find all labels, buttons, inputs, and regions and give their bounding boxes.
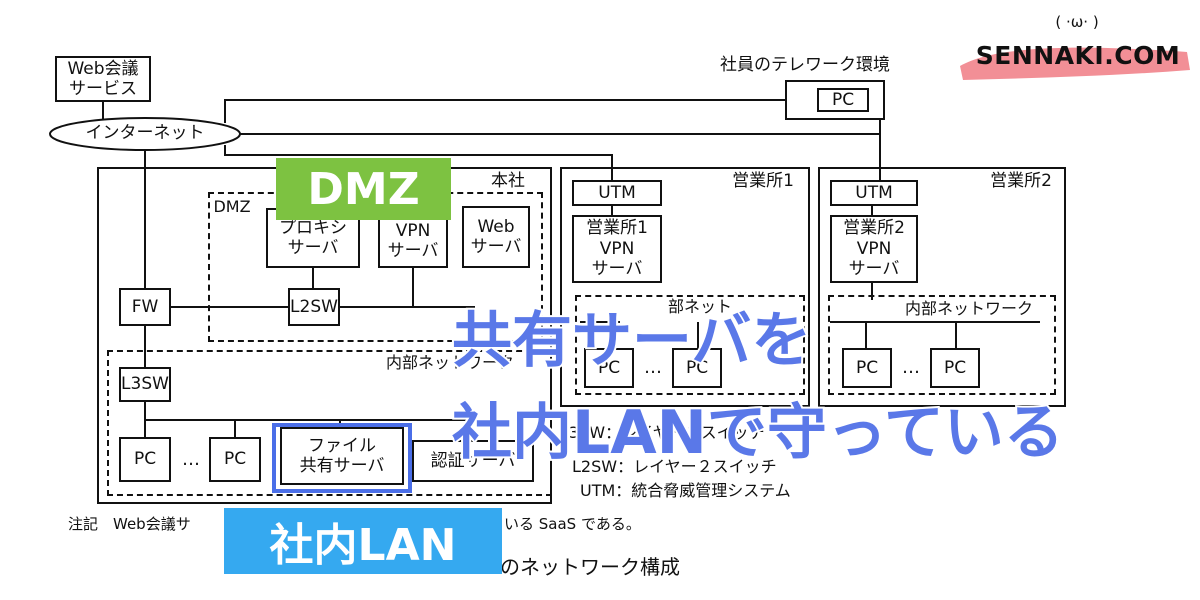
line-internet-telework [224,99,785,123]
lan-highlight: 社内LAN [224,508,502,574]
telework-pc-label: PC [831,89,855,110]
l2sw-box: L2SW [288,288,340,326]
branch1-pc-ellipsis: … [644,357,662,378]
telework-title: 社員のテレワーク環境 [720,55,890,75]
branch1-vpn-server: 営業所1 VPN サーバ [572,215,662,283]
internet-label: インターネット [85,123,205,143]
branch1-vpn-label: 営業所1 VPN サーバ [586,218,648,280]
figure-caption: のネットワーク構成 [500,555,680,579]
overlay-line-1: 共有サーバを [450,304,813,378]
file-share-server: ファイル 共有サーバ [280,427,404,485]
file-server-highlight-frame [272,423,412,493]
brand-logo[interactable]: SENNAKI.COM [975,41,1181,70]
branch1-pc-2: PC [672,348,722,388]
web-server-label: Web サーバ [470,216,522,257]
telework-frame [785,80,885,120]
web-conference-label: Web会議 サービス [67,58,139,99]
brand-face-icon: ( ·ω· ) [1055,13,1099,31]
branch1-pc-1-label: PC [597,357,621,378]
note-suffix: いる SaaS である。 [504,515,641,533]
l2sw-label: L2SW [290,296,338,317]
vpn-server-label: VPN サーバ [387,220,439,261]
hq-pc-ellipsis: … [182,449,200,470]
l3sw-box: L3SW [119,367,171,402]
note-prefix: 注記 Web会議サ [68,515,191,533]
branch1-pc-1: PC [584,348,634,388]
file-share-server-label: ファイル 共有サーバ [299,435,385,476]
dmz-title: DMZ [213,197,251,216]
overlay-line-2: 社内LANで守っている [450,396,1066,470]
legend-l2sw: L2SW：レイヤー２スイッチ [572,457,777,476]
branch2-pc-1: PC [842,348,892,388]
l3sw-label: L3SW [121,374,169,395]
hq-internal-title: 内部ネットワーク [385,353,514,372]
vpn-server: VPN サーバ [378,214,448,268]
branch1-internal-title: 部ネット [667,297,732,316]
web-conference-service: Web会議 サービス [55,56,151,102]
branch1-title: 営業所1 [732,171,794,191]
branch2-utm-label: UTM [855,182,893,203]
hq-internal-frame [107,350,552,496]
branch2-pc-2-label: PC [943,357,967,378]
branch1-utm-label: UTM [598,182,636,203]
branch2-pc-2: PC [930,348,980,388]
proxy-server-label: プロキシ サーバ [279,217,347,258]
auth-server: 認証サーバ [412,440,534,482]
line-internet-branch2 [240,133,881,145]
branch2-vpn-server: 営業所2 VPN サーバ [830,215,918,283]
legend-utm: UTM：統合脅威管理システム [580,481,791,500]
brand-highlight-stroke [960,47,1190,80]
branch2-utm: UTM [830,180,918,206]
legend-l3sw: L3SW：レイヤー３スイッチ [560,423,765,442]
hq-pc-1: PC [119,437,171,482]
branch2-pc-1-label: PC [855,357,879,378]
branch2-frame [818,167,1066,407]
dmz-highlight: DMZ [276,158,451,220]
auth-server-label: 認証サーバ [430,450,516,471]
hq-title: 本社 [491,171,525,191]
hq-pc-2-label: PC [223,449,247,470]
telework-pc: PC [817,88,869,112]
fw-box: FW [119,288,171,326]
branch2-vpn-label: 営業所2 VPN サーバ [843,218,905,280]
branch1-utm: UTM [572,180,662,206]
branch2-title: 営業所2 [990,171,1052,191]
branch1-internal-frame [575,295,805,395]
branch2-internal-frame [828,295,1056,395]
branch1-pc-2-label: PC [685,357,709,378]
web-server: Web サーバ [462,206,530,268]
hq-pc-1-label: PC [133,449,157,470]
branch2-pc-ellipsis: … [902,357,920,378]
branch1-frame [560,167,810,407]
hq-pc-2: PC [209,437,261,482]
branch2-internal-title: 内部ネットワーク [904,299,1033,318]
fw-label: FW [131,296,159,317]
